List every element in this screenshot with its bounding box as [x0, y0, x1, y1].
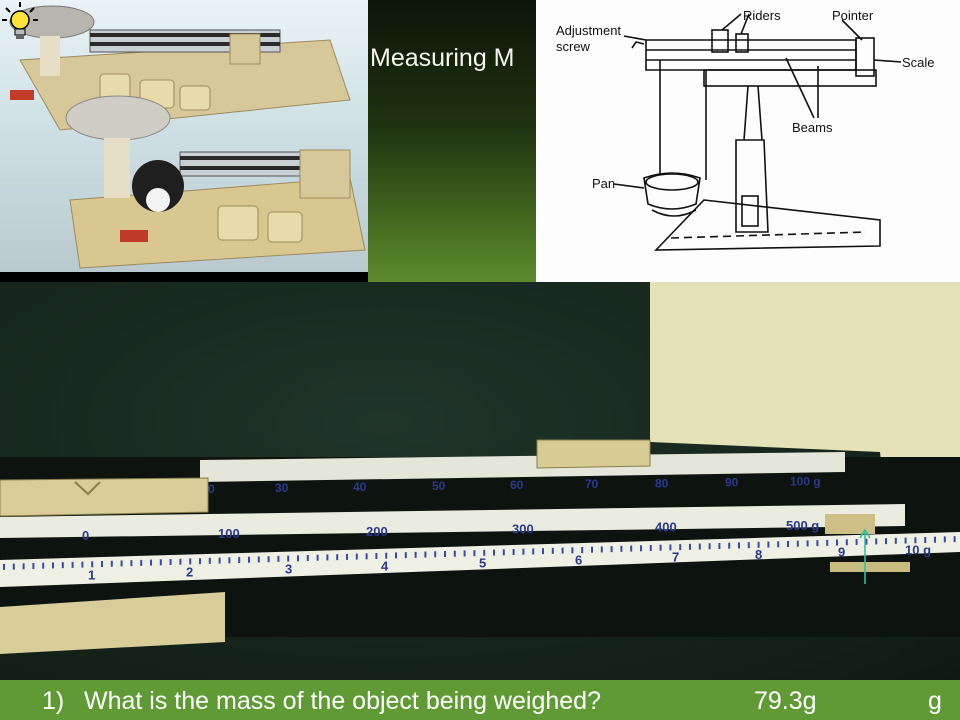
top-label-8: 100 g: [790, 475, 821, 489]
top-label-4: 60: [510, 478, 524, 492]
top-label-7: 90: [725, 475, 739, 489]
diagram-label-riders: Riders: [743, 8, 781, 23]
balance-diagram: Adjustment screw Riders Pointer Scale Be…: [536, 0, 960, 282]
middle-label-4: 400: [655, 520, 677, 535]
middle-label-0: 0: [82, 528, 89, 543]
bottom-label-1: 2: [186, 564, 193, 579]
top-label-1: 30: [275, 481, 289, 495]
diagram-label-pan: Pan: [592, 176, 615, 191]
top-label-2: 40: [353, 480, 367, 494]
diagram-label-pointer: Pointer: [832, 8, 874, 23]
question-unit: g: [928, 687, 942, 715]
bottom-label-9: 10 g: [905, 542, 931, 557]
balance-photo-illustration: [9, 5, 366, 269]
middle-label-3: 300: [512, 522, 534, 537]
middle-label-1: 100: [218, 526, 240, 541]
bottom-label-0: 1: [88, 567, 95, 582]
balance-diagram-drawing: Adjustment screw Riders Pointer Scale Be…: [556, 8, 935, 251]
middle-label-5: 500 g: [786, 518, 819, 533]
top-label-6: 80: [655, 476, 669, 490]
question-bar: 1) What is the mass of the object being …: [0, 680, 960, 720]
diagram-label-adjustment: Adjustment: [556, 23, 621, 38]
middle-label-2: 200: [366, 524, 388, 539]
title-slide-background: [368, 0, 536, 282]
question-text: What is the mass of the object being wei…: [84, 687, 601, 715]
slide-title: Measuring M: [370, 44, 515, 72]
bottom-label-6: 7: [672, 549, 679, 564]
diagram-label-beams: Beams: [792, 120, 833, 135]
question-answer: 79.3g: [754, 687, 817, 715]
bottom-label-2: 3: [285, 561, 292, 576]
diagram-label-screw: screw: [556, 39, 591, 54]
bottom-label-3: 4: [381, 558, 389, 573]
top-label-5: 70: [585, 477, 599, 491]
bottom-label-5: 6: [575, 552, 582, 567]
top-label-3: 50: [432, 479, 446, 493]
bottom-label-4: 5: [479, 555, 486, 570]
bottom-label-7: 8: [755, 547, 762, 562]
balance-photo: [0, 0, 368, 272]
question-number: 1): [42, 687, 65, 715]
top-label-0: 0: [208, 482, 215, 496]
diagram-label-scale: Scale: [902, 55, 935, 70]
bottom-label-8: 9: [838, 544, 845, 559]
lightbulb-icon: [2, 2, 38, 39]
